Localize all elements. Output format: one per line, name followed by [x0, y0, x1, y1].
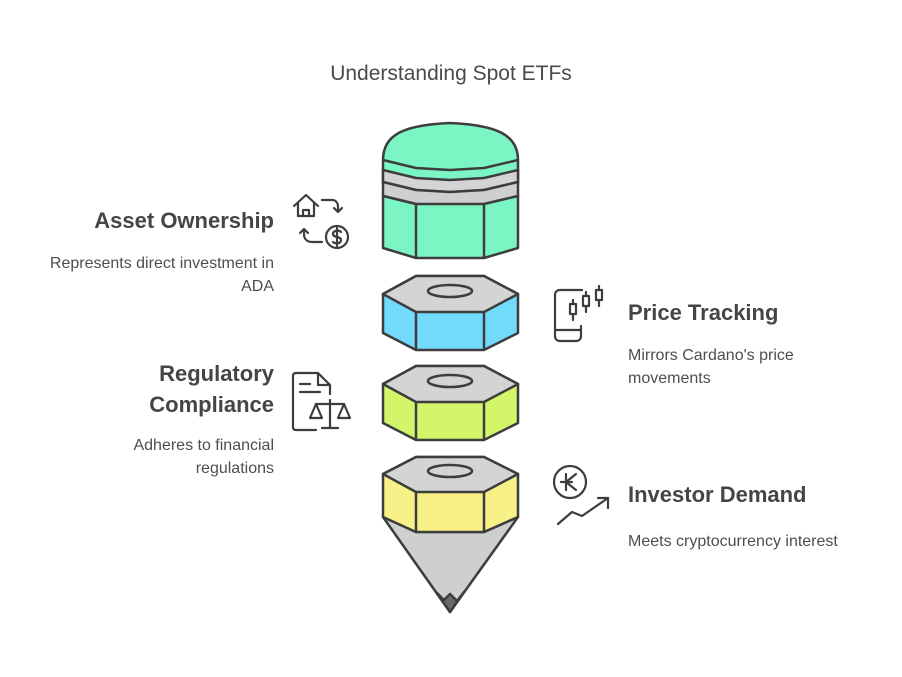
desc-price-tracking: Mirrors Cardano's price movements	[628, 347, 794, 387]
segment-price-tracking	[381, 274, 520, 352]
desc-asset-ownership: Represents direct investment in ADA	[49, 255, 274, 295]
home-dollar-exchange-icon	[292, 193, 350, 250]
eraser-segment	[381, 121, 520, 260]
desc-regulatory-compliance: Adheres to financial regulations	[133, 437, 274, 477]
heading-price-tracking: Price Tracking	[628, 300, 779, 325]
desc-investor-demand: Meets cryptocurrency interest	[628, 533, 838, 550]
heading-asset-ownership: Asset Ownership	[94, 208, 274, 233]
crypto-coin-growth-icon	[552, 464, 610, 526]
segment-investor-demand	[381, 455, 520, 614]
heading-regulatory-compliance: Regulatory Compliance	[149, 361, 274, 417]
segment-regulatory-compliance	[381, 364, 520, 442]
diagram-title: Understanding Spot ETFs	[330, 62, 572, 85]
phone-candlestick-icon	[553, 284, 604, 343]
document-scales-icon	[291, 371, 352, 432]
heading-investor-demand: Investor Demand	[628, 482, 807, 507]
